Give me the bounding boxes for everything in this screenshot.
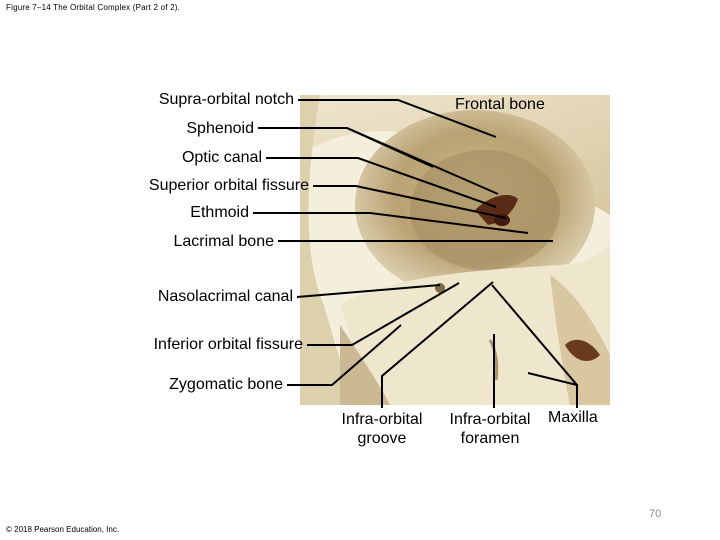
label-superior-orbital-fissure: Superior orbital fissure xyxy=(148,177,309,194)
label-zygomatic-bone: Zygomatic bone xyxy=(169,376,283,393)
label-inferior-orbital-fissure: Inferior orbital fissure xyxy=(153,336,303,353)
label-frontal-bone: Frontal bone xyxy=(455,96,545,113)
figure-caption: Figure 7–14 The Orbital Complex (Part 2 … xyxy=(6,3,181,12)
label-maxilla: Maxilla xyxy=(548,409,598,426)
page-number: 70 xyxy=(649,508,662,520)
label-infra-orbital-foramen: Infra-orbital foramen xyxy=(434,410,546,448)
label-sphenoid: Sphenoid xyxy=(186,120,254,137)
label-nasolacrimal-canal: Nasolacrimal canal xyxy=(157,288,293,305)
orbit-skull-photo xyxy=(300,95,610,405)
label-optic-canal: Optic canal xyxy=(181,149,262,166)
label-infra-orbital-groove: Infra-orbital groove xyxy=(326,410,438,448)
label-supra-orbital-notch: Supra-orbital notch xyxy=(158,91,294,108)
label-ethmoid: Ethmoid xyxy=(190,204,249,221)
copyright-notice: © 2018 Pearson Education, Inc. xyxy=(6,525,120,534)
label-infra-orbital-foramen-line2: foramen xyxy=(460,430,520,448)
label-infra-orbital-groove-line1: Infra-orbital xyxy=(341,411,423,428)
label-infra-orbital-foramen-line1: Infra-orbital xyxy=(449,411,531,428)
label-lacrimal-bone: Lacrimal bone xyxy=(173,233,275,250)
label-infra-orbital-groove-line2: groove xyxy=(357,430,407,448)
